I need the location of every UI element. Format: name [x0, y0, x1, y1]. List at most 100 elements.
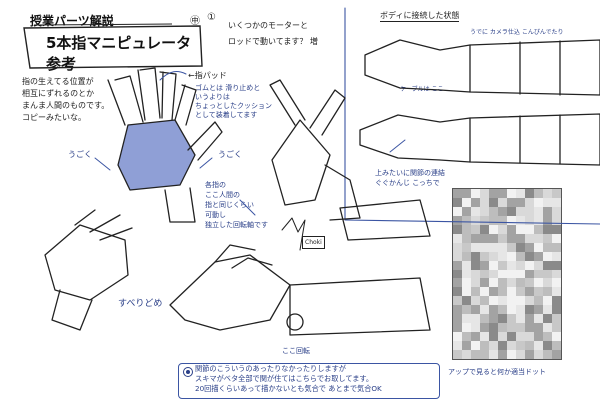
mosaic-cell: [498, 189, 507, 198]
mosaic-cell: [498, 350, 507, 359]
mosaic-cell: [543, 224, 552, 234]
mosaic-cell: [534, 233, 543, 243]
mosaic-cell: [471, 189, 480, 198]
mosaic-cell: [552, 206, 561, 216]
note-joint: 各指の ここ人間の 指と同じくらい 可動し 独立した回転軸です: [205, 181, 268, 229]
bottom-line-3: 20回描くらいあって描かないとも気合で あとまで気合OK: [195, 384, 382, 393]
mosaic-cell: [507, 350, 516, 359]
mosaic-cell: [453, 287, 462, 297]
mosaic-cell: [480, 278, 489, 288]
mosaic-cell: [525, 305, 534, 315]
note-bottom-caption: アップで見ると何か適当ドット: [448, 368, 546, 376]
mosaic-cell: [516, 305, 525, 315]
note-ugoku-right: うごく: [218, 150, 242, 159]
mosaic-cell: [543, 197, 552, 207]
mosaic-cell: [516, 206, 525, 216]
mosaic-cell: [471, 197, 480, 207]
note-suberidome: すべりどめ: [118, 299, 163, 309]
mosaic-cell: [507, 197, 516, 207]
title-box: 授業パーツ解説 5本指マニピュレータ 参考: [22, 10, 203, 73]
mosaic-cell: [516, 233, 525, 243]
mosaic-cell: [516, 242, 525, 252]
mosaic-cell: [552, 215, 561, 225]
mosaic-cell: [507, 260, 516, 270]
mosaic-cell: [525, 215, 534, 225]
mosaic-cell: [489, 278, 498, 288]
mosaic-cell: [525, 278, 534, 288]
mosaic-cell: [453, 260, 462, 270]
mosaic-cell: [543, 350, 552, 359]
mosaic-cell: [552, 189, 561, 198]
mosaic-cell: [516, 296, 525, 306]
mosaic-cell: [516, 350, 525, 359]
mosaic-cell: [498, 332, 507, 342]
mosaic-cell: [507, 323, 516, 333]
bullet-icon: [183, 367, 193, 377]
mosaic-cell: [453, 278, 462, 288]
mosaic-cell: [525, 332, 534, 342]
mosaic-cell: [480, 251, 489, 261]
mosaic-cell: [534, 305, 543, 315]
mosaic-cell: [453, 189, 462, 198]
mosaic-cell: [480, 323, 489, 333]
mosaic-cell: [525, 189, 534, 198]
mosaic-cell: [525, 296, 534, 306]
mosaic-cell: [534, 224, 543, 234]
mosaic-cell: [516, 197, 525, 207]
mosaic-cell: [552, 269, 561, 279]
mosaic-cell: [552, 323, 561, 333]
mosaic-cell: [525, 341, 534, 351]
mosaic-cell: [489, 224, 498, 234]
mosaic-cell: [453, 323, 462, 333]
robot-arm-bottom: [359, 113, 600, 166]
title-frame: [23, 23, 203, 69]
finger-sketch: [281, 217, 306, 251]
mosaic-cell: [498, 323, 507, 333]
note-camera: うでに カメラ仕込 こんぴんでたり: [470, 29, 564, 36]
mosaic-cell: [471, 215, 480, 225]
mosaic-cell: [552, 350, 561, 359]
hand-grasping: [169, 244, 431, 336]
mosaic-cell: [498, 314, 507, 324]
mosaic-cell: [453, 251, 462, 261]
hand-relaxed: [44, 209, 133, 331]
mosaic-cell: [489, 206, 498, 216]
mosaic-cell: [471, 305, 480, 315]
mosaic-cell: [471, 287, 480, 297]
mosaic-cell: [480, 305, 489, 315]
mosaic-cell: [480, 269, 489, 279]
mosaic-cell: [507, 215, 516, 225]
mosaic-cell: [534, 260, 543, 270]
mosaic-cell: [543, 287, 552, 297]
mosaic-cell: [471, 269, 480, 279]
mosaic-cell: [543, 206, 552, 216]
mosaic-cell: [498, 251, 507, 261]
mosaic-cell: [534, 314, 543, 324]
mosaic-cell: [462, 242, 471, 252]
mosaic-cell: [543, 260, 552, 270]
mosaic-cell: [525, 251, 534, 261]
mosaic-cell: [471, 314, 480, 324]
mosaic-cell: [507, 341, 516, 351]
mosaic-cell: [525, 206, 534, 216]
mosaic-cell: [507, 332, 516, 342]
mosaic-cell: [516, 314, 525, 324]
mosaic-cell: [498, 305, 507, 315]
mosaic-cell: [462, 278, 471, 288]
mosaic-cell: [462, 314, 471, 324]
mosaic-cell: [453, 224, 462, 234]
mosaic-cell: [543, 233, 552, 243]
mosaic-cell: [507, 305, 516, 315]
page-mark-1: ㊥: [190, 16, 200, 27]
mosaic-cell: [534, 242, 543, 252]
mosaic-cell: [534, 215, 543, 225]
mosaic-cell: [525, 260, 534, 270]
mosaic-cell: [534, 296, 543, 306]
mosaic-cell: [507, 314, 516, 324]
mosaic-cell: [462, 332, 471, 342]
mosaic-cell: [453, 233, 462, 243]
mosaic-image: [452, 188, 562, 360]
mosaic-cell: [462, 197, 471, 207]
mosaic-cell: [534, 206, 543, 216]
